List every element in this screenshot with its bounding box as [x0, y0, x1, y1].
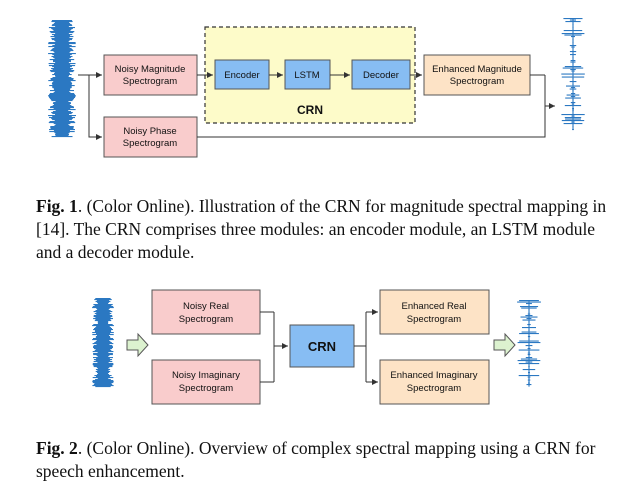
noisy-magnitude-label: Noisy Magnitude: [115, 64, 186, 75]
crn-label: CRN: [297, 103, 323, 117]
noisy-real-label-2: Spectrogram: [179, 314, 233, 325]
noisy-imaginary-box: [151, 359, 261, 405]
figure-2: Noisy Real Spectrogram Noisy Imaginary S…: [92, 289, 541, 405]
figure-1-caption: Fig. 1. (Color Online). Illustration of …: [36, 195, 611, 264]
enhanced-waveform-icon: [517, 300, 541, 387]
noisy-phase-label-2: Spectrogram: [123, 138, 177, 149]
noisy-waveform-icon: [48, 20, 76, 138]
figure-1-arrows: [78, 72, 555, 140]
figure-2-caption-label: Fig. 2: [36, 438, 78, 458]
noisy-phase-label: Noisy Phase: [123, 126, 176, 137]
enhanced-real-label-2: Spectrogram: [407, 314, 461, 325]
figure-1-caption-text: . (Color Online). Illustration of the CR…: [36, 196, 607, 262]
noisy-waveform-icon: [92, 298, 114, 388]
figure-2-caption-text: . (Color Online). Overview of complex sp…: [36, 438, 596, 481]
enhanced-magnitude-label: Enhanced Magnitude: [432, 64, 522, 75]
enhanced-imaginary-label-2: Spectrogram: [407, 383, 461, 394]
noisy-phase-box: [103, 116, 198, 158]
enhanced-magnitude-box: [423, 54, 531, 96]
noisy-magnitude-label-2: Spectrogram: [123, 76, 177, 87]
noisy-real-label: Noisy Real: [183, 301, 229, 312]
lstm-label: LSTM: [294, 70, 319, 81]
lstm-box: [284, 59, 331, 90]
noisy-real-box: [151, 289, 261, 335]
noisy-imaginary-label: Noisy Imaginary: [172, 370, 240, 381]
encoder-label: Encoder: [224, 70, 259, 81]
decoder-box: [351, 59, 411, 90]
figure-1-caption-label: Fig. 1: [36, 196, 78, 216]
decoder-label: Decoder: [363, 70, 399, 81]
enhanced-waveform-icon: [561, 18, 585, 131]
enhanced-real-label: Enhanced Real: [402, 301, 467, 312]
enhanced-imaginary-label: Enhanced Imaginary: [390, 370, 477, 381]
crn-label: CRN: [308, 339, 336, 354]
crn-box: [289, 324, 355, 368]
enhanced-imaginary-box: [379, 359, 490, 405]
noisy-imaginary-label-2: Spectrogram: [179, 383, 233, 394]
enhanced-real-box: [379, 289, 490, 335]
figure-2-caption: Fig. 2. (Color Online). Overview of comp…: [36, 437, 611, 483]
input-arrow-icon: [126, 332, 149, 358]
output-arrow-icon: [493, 332, 516, 358]
figure-1: CRN Noisy Magnitude Spectrogram Noisy Ph…: [48, 18, 585, 158]
figure-2-arrows: [260, 309, 378, 385]
enhanced-magnitude-label-2: Spectrogram: [450, 76, 504, 87]
noisy-magnitude-box: [103, 54, 198, 96]
